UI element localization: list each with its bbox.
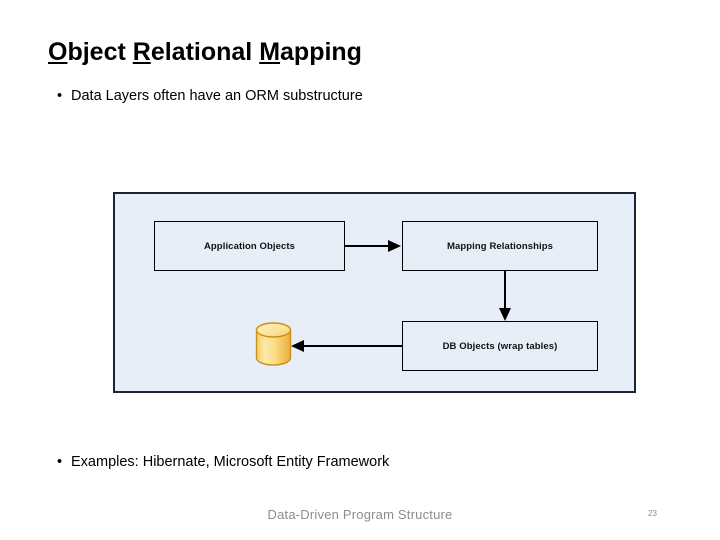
- page-title: Object Relational Mapping: [48, 38, 362, 67]
- arrow-down-icon: [498, 308, 511, 321]
- arrow-right-icon: [388, 239, 401, 252]
- footer-title: Data-Driven Program Structure: [267, 507, 453, 522]
- arrow-left-icon: [291, 339, 304, 352]
- title-segment-mapping: Mapping: [259, 38, 362, 66]
- bullet-item-orm-substructure: • Data Layers often have an ORM substruct…: [57, 88, 363, 105]
- bullet-text: Examples: Hibernate, Microsoft Entity Fr…: [71, 454, 390, 470]
- connector-mapping-to-db-line: [504, 271, 506, 312]
- bullet-marker-icon: •: [57, 88, 63, 104]
- diagram-node-application-objects[interactable]: Application Objects: [154, 221, 345, 271]
- orm-diagram: Application Objects Mapping Relationship…: [113, 192, 636, 393]
- bullet-text: Data Layers often have an ORM substructu…: [71, 88, 363, 104]
- diagram-node-label: Application Objects: [203, 240, 296, 252]
- bullet-marker-icon: •: [57, 454, 63, 470]
- bullet-item-examples: • Examples: Hibernate, Microsoft Entity F…: [57, 454, 389, 471]
- page-number: 23: [648, 509, 657, 518]
- diagram-node-label: Mapping Relationships: [446, 240, 554, 252]
- diagram-node-db-objects[interactable]: DB Objects (wrap tables): [402, 321, 598, 371]
- diagram-node-label: DB Objects (wrap tables): [442, 340, 558, 352]
- database-cylinder-icon: [255, 322, 292, 366]
- connector-db-to-cylinder-line: [304, 345, 402, 347]
- diagram-node-mapping-relationships[interactable]: Mapping Relationships: [402, 221, 598, 271]
- title-segment-object: Object: [48, 38, 133, 66]
- connector-app-to-mapping-line: [345, 245, 391, 247]
- title-segment-relational: Relational: [132, 38, 260, 66]
